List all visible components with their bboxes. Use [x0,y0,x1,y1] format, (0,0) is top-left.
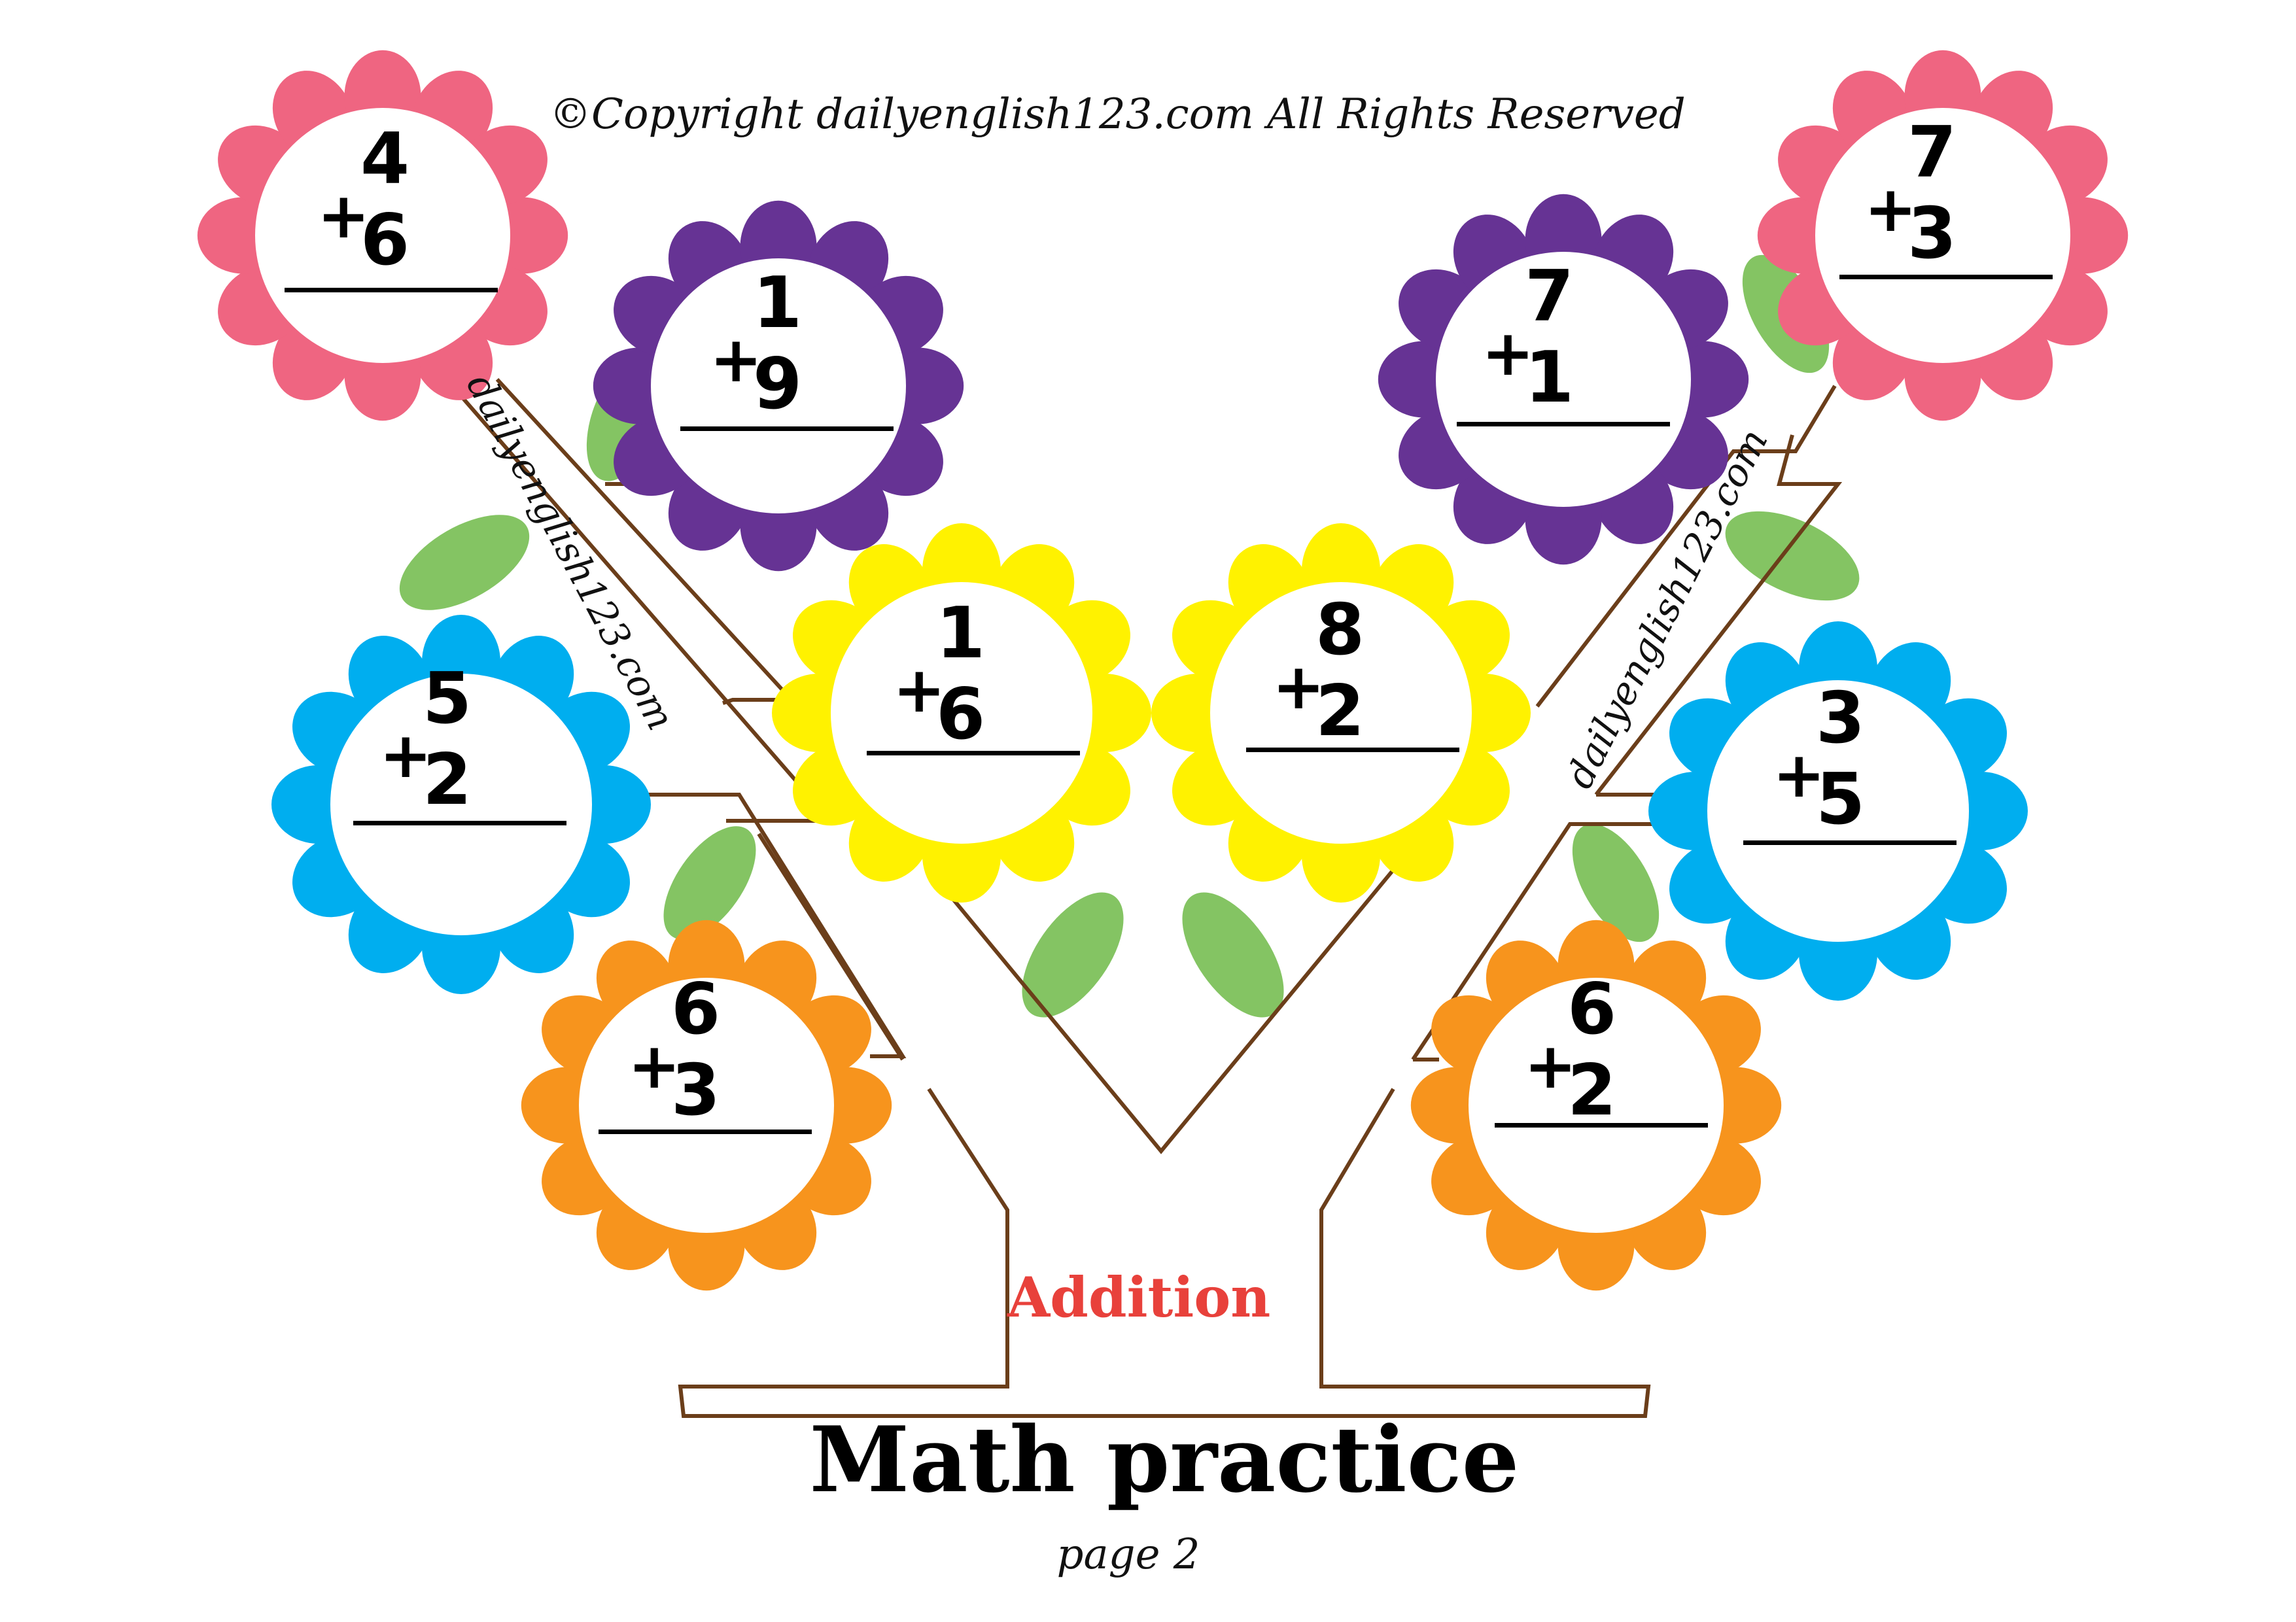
problem-2: + 1 9 [710,268,841,425]
problem-4: + 6 3 [628,975,759,1131]
answer-line-9[interactable] [1743,840,1957,845]
addend-top: 8 [1315,589,1365,671]
flower-center [255,108,510,363]
flower-10 [1410,920,1782,1291]
answer-line-1[interactable] [285,288,498,292]
flower-2 [593,200,964,572]
answer-line-10[interactable] [1495,1123,1708,1128]
flower-9 [1648,621,2028,1001]
worksheet-title: Math practice [809,1406,1520,1513]
plus-sign: + [628,1029,681,1103]
answer-line-5[interactable] [867,751,1080,755]
addend-bottom: 2 [1567,1050,1617,1131]
plus-sign: + [893,653,946,727]
flower-5 [772,523,1151,903]
plus-sign: + [1524,1029,1577,1103]
problem-6: + 8 2 [1272,595,1403,752]
flower-center [1469,978,1724,1233]
copyright-notice: ©Copyright dailyenglish123.com All Right… [549,90,1686,139]
plus-sign: + [1482,317,1535,390]
problem-1: + 4 6 [317,124,448,281]
addend-top: 7 [1907,112,1957,194]
answer-line-6[interactable] [1246,748,1459,752]
answer-line-2[interactable] [680,426,894,431]
answer-line-8[interactable] [1839,275,2053,279]
leaf-8 [1572,823,1660,942]
plus-sign: + [710,323,763,396]
flower-center [1707,680,1969,942]
addend-top: 6 [671,969,721,1050]
problem-5: + 1 6 [893,598,1024,755]
flower-7 [1378,194,1749,565]
problem-10: + 6 2 [1524,975,1655,1131]
addend-bottom: 9 [753,343,803,425]
leaf-6 [1725,511,1860,601]
addend-top: 1 [936,593,986,674]
addend-top: 4 [360,118,410,200]
flower-center [651,258,906,513]
leaf-4 [1022,892,1124,1018]
problem-7: + 7 1 [1482,262,1612,419]
flower-center [1815,108,2070,363]
answer-line-3[interactable] [353,821,566,825]
flower-8 [1757,50,2129,421]
addend-bottom: 3 [1907,193,1957,275]
answer-line-7[interactable] [1457,422,1670,426]
flower-center [579,978,834,1233]
topic-label: Addition [1007,1265,1271,1330]
page-number: page 2 [1056,1530,1200,1579]
addend-bottom: 3 [671,1050,721,1131]
addend-top: 3 [1816,678,1866,759]
flower-3 [271,615,651,994]
flower-center [1436,252,1691,507]
addend-bottom: 5 [1816,759,1866,840]
problem-8: + 7 3 [1864,118,1995,275]
flower-1 [197,50,568,421]
addend-top: 6 [1567,969,1617,1050]
flower-center [330,674,592,935]
flower-center [1210,582,1472,844]
addend-bottom: 2 [1315,670,1365,752]
addend-top: 1 [753,262,803,344]
flower-4 [521,920,892,1291]
problem-9: + 3 5 [1773,683,1904,840]
flower-6 [1151,523,1531,903]
plus-sign: + [1773,738,1826,812]
plus-sign: + [1272,650,1325,723]
leaf-5 [1182,892,1284,1018]
addend-top: 5 [423,658,472,740]
plus-sign: + [317,179,370,252]
problem-3: + 5 2 [379,664,510,821]
answer-line-4[interactable] [599,1130,812,1134]
addend-top: 7 [1525,256,1574,337]
addend-bottom: 6 [936,674,986,755]
flowers [197,50,2129,1291]
plus-sign: + [379,719,432,792]
flower-center [831,582,1092,844]
addend-bottom: 2 [423,739,472,821]
addend-bottom: 1 [1525,337,1574,419]
leaf-3 [663,826,756,940]
plus-sign: + [1864,173,1917,246]
addend-bottom: 6 [360,199,410,281]
leaf-1 [399,515,530,610]
